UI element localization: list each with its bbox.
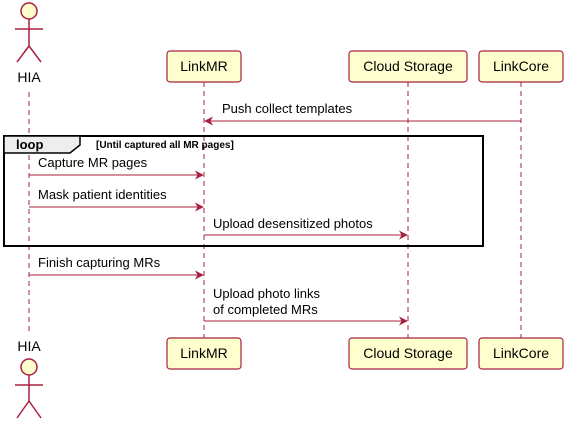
message-label-line-1: Upload photo links [213,286,320,301]
loop-frame: loop [Until captured all MR pages] [3,135,484,247]
actor-figure-icon [15,358,43,419]
message-label: Push collect templates [222,101,353,116]
participant-cloud-storage-label-bottom: Cloud Storage [363,345,453,361]
message-label: Finish capturing MRs [38,255,161,270]
participant-linkmr-label-top: LinkMR [180,58,227,74]
actor-hia-label-top: HIA [17,69,41,85]
participant-linkcore-top: LinkCore [478,50,564,83]
message-mask-patient-identities: Mask patient identities [29,187,204,212]
participant-linkmr-top: LinkMR [166,50,242,83]
message-label: Mask patient identities [38,187,167,202]
message-label: Upload desensitized photos [213,216,373,231]
actor-hia-bottom: HIA [15,338,43,419]
participant-linkcore-label-top: LinkCore [493,58,549,74]
participant-linkcore-bottom: LinkCore [478,337,564,370]
message-label: Capture MR pages [38,155,148,170]
participant-linkcore-label-bottom: LinkCore [493,345,549,361]
actor-hia-top: HIA [15,2,43,85]
participant-cloud-storage-top: Cloud Storage [348,50,468,83]
message-upload-photo-links: Upload photo links of completed MRs [204,286,408,326]
participant-cloud-storage-label-top: Cloud Storage [363,58,453,74]
actor-figure-icon [15,2,43,63]
loop-tag-label: loop [16,137,43,152]
message-capture-mr-pages: Capture MR pages [29,155,204,180]
loop-tag-box [3,135,81,154]
participant-linkmr-label-bottom: LinkMR [180,345,227,361]
message-finish-capturing-mrs: Finish capturing MRs [29,255,204,280]
message-label-line-2: of completed MRs [213,302,318,317]
actor-hia-label-bottom: HIA [17,338,41,354]
message-push-collect-templates: Push collect templates [204,101,521,126]
message-upload-desensitized-photos: Upload desensitized photos [204,216,408,240]
participant-cloud-storage-bottom: Cloud Storage [348,337,468,370]
participant-linkmr-bottom: LinkMR [166,337,242,370]
loop-condition: [Until captured all MR pages] [96,140,234,151]
